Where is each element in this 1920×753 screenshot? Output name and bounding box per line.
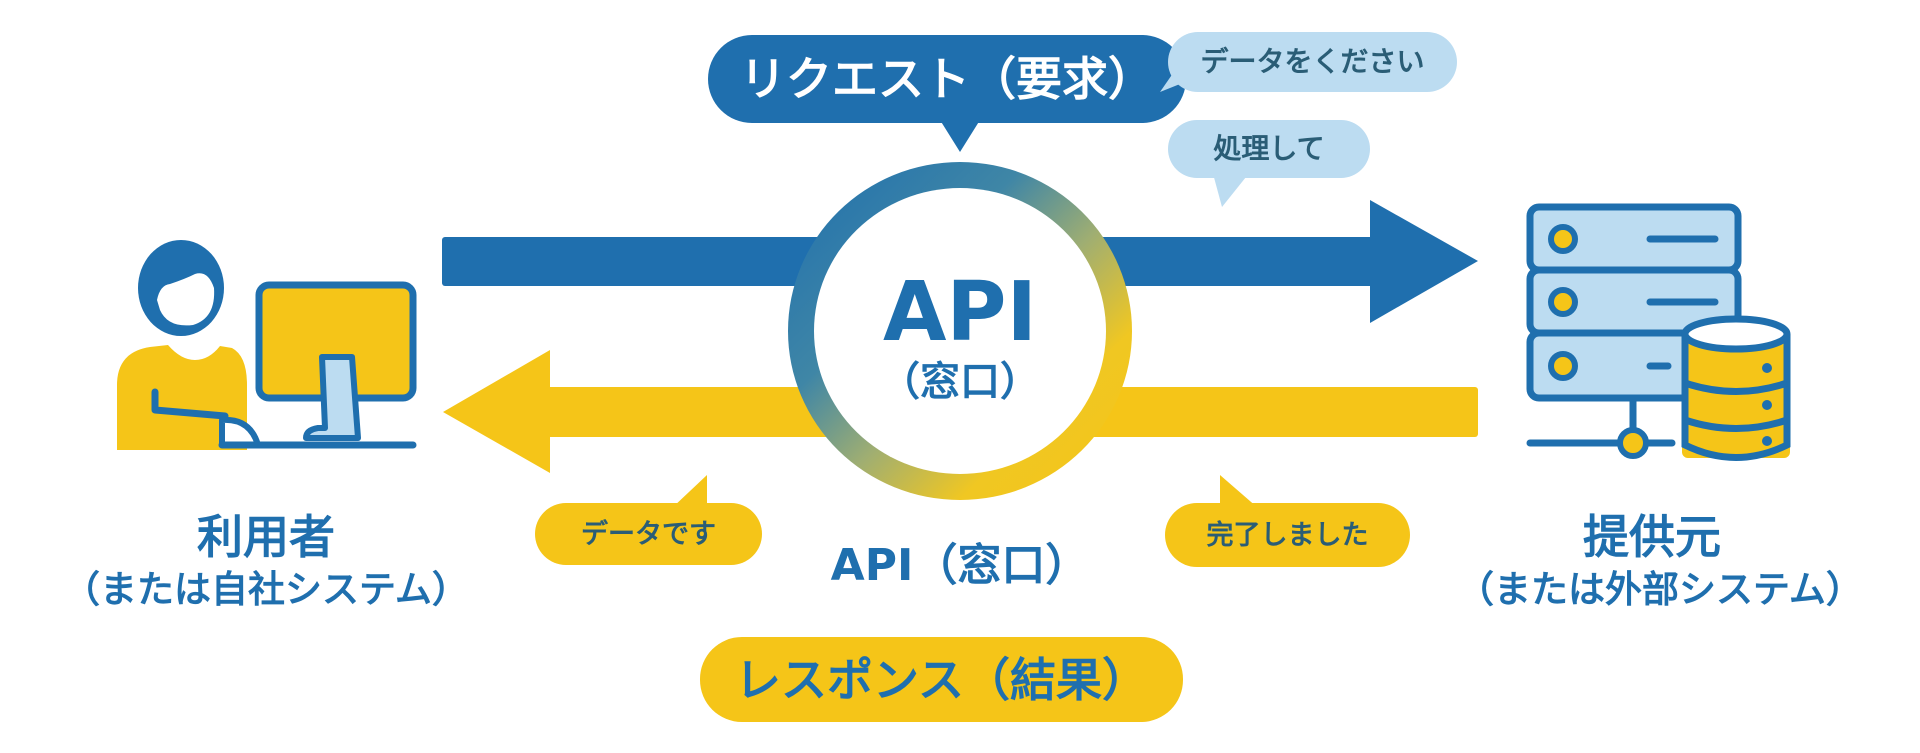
bubble-give-data-shape (1160, 32, 1457, 92)
bubble-process: 処理して (1213, 132, 1325, 165)
request-label: リクエスト（要求） (740, 52, 1154, 106)
response-bubble-shape (700, 637, 1183, 722)
bubble-process-shape (1168, 120, 1370, 207)
user-subtitle: （または自社システム） (63, 568, 469, 611)
bubble-completed-shape (1165, 475, 1410, 567)
provider-title: 提供元 (1583, 510, 1721, 564)
user-title: 利用者 (197, 510, 335, 564)
response-label: レスポンス（結果） (734, 652, 1149, 707)
server-database-icon (1526, 203, 1791, 461)
api-title: API (882, 265, 1038, 360)
person-at-computer-icon (117, 240, 417, 450)
api-ring (788, 162, 1132, 500)
bubble-give-data: データをください (1200, 45, 1425, 78)
api-caption: API（窓口） (830, 540, 1090, 591)
api-subtitle: （窓口） (880, 359, 1040, 405)
bubble-here-is-data: データです (581, 518, 716, 550)
bubble-completed: 完了しました (1206, 519, 1369, 551)
request-bubble-shape (708, 35, 1186, 152)
bubble-here-is-data-shape (535, 475, 762, 565)
provider-subtitle: （または外部システム） (1457, 568, 1863, 611)
